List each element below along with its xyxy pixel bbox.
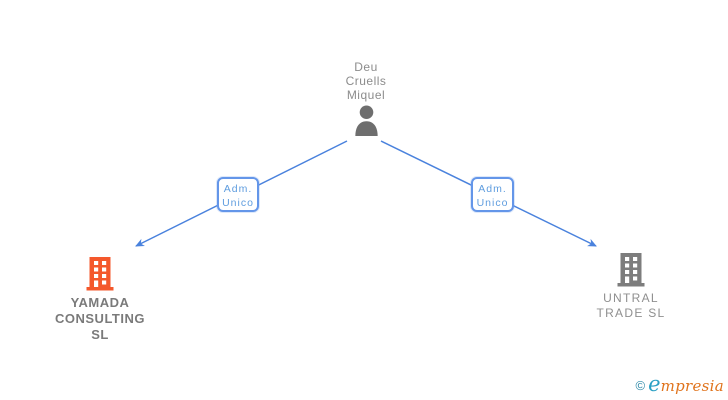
edge-label-adm-unico-left: Adm. Unico [217,177,259,212]
company-name-line: CONSULTING [55,311,145,326]
edge-label-line: Unico [222,197,254,209]
building-icon [617,253,645,287]
company-name-line: UNTRAL [603,291,659,305]
company-name-line: YAMADA [70,295,130,310]
person-icon [354,105,378,137]
company-name: YAMADA CONSULTING SL [25,295,175,343]
copyright-icon: © [635,378,646,393]
edge-label-line: Adm. [478,183,507,195]
building-icon [86,257,114,291]
brand-name: mpresia [660,377,724,395]
person-node[interactable]: Deu Cruells Miquel [314,60,418,148]
company-node-untral-trade[interactable]: UNTRAL TRADE SL [556,253,706,321]
brand-initial: e [648,372,661,396]
person-name-line: Miquel [346,88,386,102]
person-name-line: Cruells [345,74,387,88]
person-name-line: Deu [354,60,378,74]
person-name: Deu Cruells Miquel [314,60,418,102]
company-name: UNTRAL TRADE SL [556,291,706,321]
company-node-yamada-consulting[interactable]: YAMADA CONSULTING SL [25,257,175,343]
company-name-line: SL [91,327,109,342]
edge-label-line: Adm. [223,183,253,195]
edge-label-adm-unico-right: Adm. Unico [471,177,514,212]
empresia-logo[interactable]: ©empresia [636,372,724,396]
company-name-line: TRADE SL [596,306,666,320]
edge-label-line: Unico [476,197,509,209]
